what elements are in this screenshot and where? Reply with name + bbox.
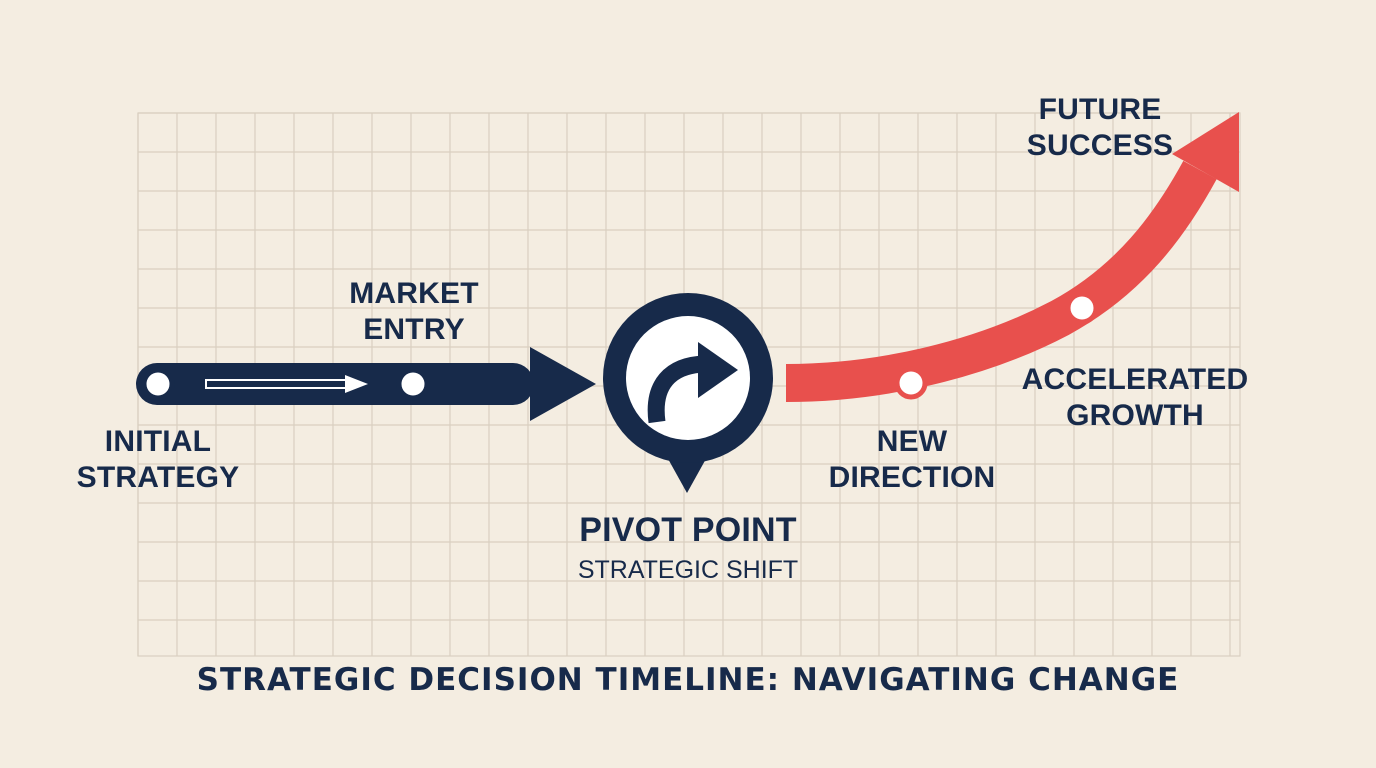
diagram-title: STRATEGIC DECISION TIMELINE: NAVIGATING … <box>196 662 1180 698</box>
pivot-point-label: PIVOT POINT <box>579 511 797 549</box>
market-entry-node <box>396 367 430 401</box>
initial-strategy-line2: STRATEGY <box>76 461 240 494</box>
initial-strategy-node <box>141 367 175 401</box>
pivot-point-marker <box>603 293 773 493</box>
initial-strategy-label: INITIAL STRATEGY <box>58 424 258 496</box>
growth-curve-arrow <box>785 112 1239 402</box>
pivot-point-sublabel: STRATEGIC SHIFT <box>577 556 799 584</box>
accelerated-growth-line1: ACCELERATED <box>1021 363 1249 396</box>
new-direction-node <box>894 366 928 400</box>
future-success-label: FUTURE SUCCESS <box>1000 92 1200 164</box>
future-success-line2: SUCCESS <box>1026 129 1174 162</box>
new-direction-line2: DIRECTION <box>828 461 996 494</box>
accelerated-growth-line2: GROWTH <box>1066 399 1204 432</box>
market-entry-line2: ENTRY <box>363 313 465 346</box>
accelerated-growth-node <box>1065 291 1099 325</box>
accelerated-growth-label: ACCELERATED GROWTH <box>1020 362 1250 434</box>
new-direction-label: NEW DIRECTION <box>812 424 1012 496</box>
future-success-line1: FUTURE <box>1038 93 1162 126</box>
initial-path-arrow <box>136 347 596 421</box>
initial-strategy-line1: INITIAL <box>104 425 212 458</box>
market-entry-line1: MARKET <box>349 277 479 310</box>
inner-direction-arrow <box>205 375 368 393</box>
redo-arrow-icon <box>647 342 738 424</box>
market-entry-label: MARKET ENTRY <box>314 276 514 348</box>
new-direction-line1: NEW <box>876 425 948 458</box>
